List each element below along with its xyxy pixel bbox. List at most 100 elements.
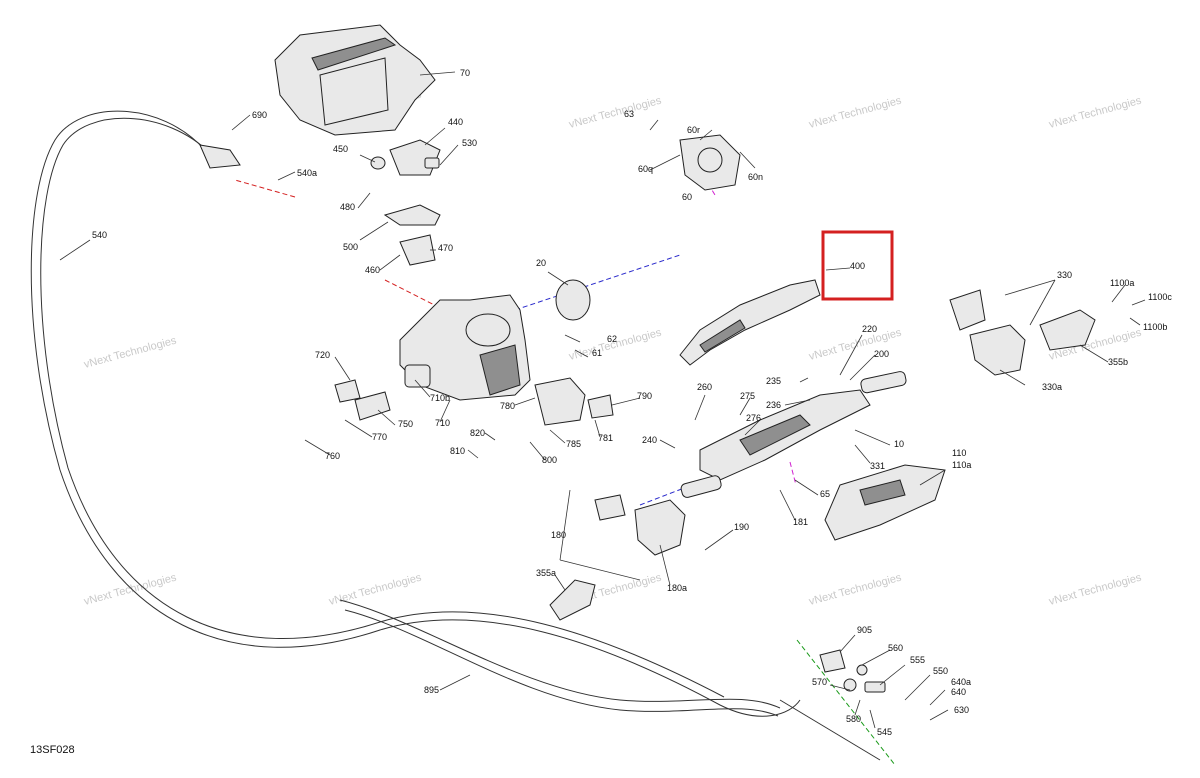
callout-label: 110a bbox=[952, 460, 971, 470]
callout-label: 400 bbox=[850, 261, 865, 271]
left-control-housing bbox=[594, 494, 686, 556]
callout-label: 355b bbox=[1108, 357, 1128, 367]
callout-labels: 70 690 540a 440 450 530 480 500 470 460 … bbox=[92, 68, 1172, 737]
callout-label: 110 bbox=[952, 448, 966, 458]
upper-bracket-parts bbox=[199, 139, 441, 266]
magenta-axis bbox=[789, 461, 797, 486]
callout-label: 331 bbox=[870, 461, 885, 471]
callout-label: 780 bbox=[500, 401, 515, 411]
callout-label: 710b bbox=[430, 393, 450, 403]
callout-label: 60r bbox=[687, 125, 700, 135]
watermark: vNext Technologies bbox=[568, 95, 664, 131]
callout-label: 62 bbox=[607, 334, 617, 344]
watermark: vNext Technologies bbox=[83, 335, 179, 371]
watermark: vNext Technologies bbox=[328, 572, 424, 608]
diagram-code: 13SF028 bbox=[30, 744, 75, 756]
callout-label: 760 bbox=[325, 451, 340, 461]
callout-label: 750 bbox=[398, 419, 413, 429]
watermark: vNext Technologies bbox=[83, 572, 179, 608]
callout-label: 810 bbox=[450, 446, 465, 456]
callout-label: 800 bbox=[542, 455, 557, 465]
retaining-ring bbox=[555, 279, 591, 321]
steering-sensor bbox=[679, 134, 741, 191]
blue-axis bbox=[499, 254, 681, 316]
callout-label: 630 bbox=[954, 705, 969, 715]
callout-label: 330 bbox=[1057, 270, 1072, 280]
callout-label: 355a bbox=[536, 568, 556, 578]
right-control-housing bbox=[949, 289, 1096, 376]
callout-label: 540a bbox=[297, 168, 317, 178]
callout-label: 1100a bbox=[1110, 278, 1134, 288]
callout-label: 20 bbox=[536, 258, 546, 268]
console-housing bbox=[399, 294, 531, 401]
callout-label: 905 bbox=[857, 625, 872, 635]
callout-label: 235 bbox=[766, 376, 781, 386]
callout-label: 63 bbox=[624, 109, 634, 119]
handlebar-cover bbox=[679, 279, 821, 366]
callout-label: 181 bbox=[793, 517, 808, 527]
grip-pad bbox=[824, 464, 946, 541]
callout-label: 1100b bbox=[1143, 322, 1167, 332]
leader-lines bbox=[59, 71, 1146, 729]
centerline-axes bbox=[234, 169, 896, 766]
callout-label: 60q bbox=[638, 164, 653, 174]
callout-label: 500 bbox=[343, 242, 358, 252]
callout-label: 690 bbox=[252, 110, 267, 120]
highlight-box bbox=[821, 230, 894, 301]
callout-label: 570 bbox=[812, 677, 827, 687]
callout-label: 61 bbox=[592, 348, 602, 358]
throttle-cable bbox=[30, 110, 881, 761]
callout-label: 65 bbox=[820, 489, 830, 499]
callout-label: 200 bbox=[874, 349, 889, 359]
callout-label: 450 bbox=[333, 144, 348, 154]
red-axis bbox=[384, 279, 461, 319]
callout-label: 895 bbox=[424, 685, 439, 695]
cable-end-fitting bbox=[779, 699, 881, 761]
callout-label: 180 bbox=[551, 530, 566, 540]
watermark: vNext Technologies bbox=[808, 95, 904, 131]
callout-label: 470 bbox=[438, 243, 453, 253]
callout-label: 540 bbox=[92, 230, 107, 240]
callout-label: 555 bbox=[910, 655, 925, 665]
callout-label: 785 bbox=[566, 439, 581, 449]
callout-label: 480 bbox=[340, 202, 355, 212]
callout-label: 260 bbox=[697, 382, 712, 392]
watermark: vNext Technologies bbox=[808, 572, 904, 608]
callout-label: 330a bbox=[1042, 382, 1062, 392]
callout-label: 710 bbox=[435, 418, 450, 428]
instrument-cluster bbox=[274, 24, 436, 136]
callout-label: 180a bbox=[667, 583, 687, 593]
callout-label: 440 bbox=[448, 117, 463, 127]
green-axis bbox=[796, 639, 896, 766]
callout-label: 460 bbox=[365, 265, 380, 275]
callout-label: 220 bbox=[862, 324, 877, 334]
callout-label: 550 bbox=[933, 666, 948, 676]
callout-label: 640 bbox=[951, 687, 966, 697]
red-axis bbox=[234, 179, 296, 198]
callout-label: 720 bbox=[315, 350, 330, 360]
callout-label: 190 bbox=[734, 522, 749, 532]
watermark: vNext Technologies bbox=[568, 327, 664, 363]
callout-label: 560 bbox=[888, 643, 903, 653]
watermark: vNext Technologies bbox=[1048, 572, 1144, 608]
callout-label: 781 bbox=[598, 433, 613, 443]
callout-label: 820 bbox=[470, 428, 485, 438]
callout-label: 580 bbox=[846, 714, 861, 724]
left-grip bbox=[549, 579, 596, 621]
callout-label: 790 bbox=[637, 391, 652, 401]
callout-label: 60 bbox=[682, 192, 692, 202]
callout-label: 240 bbox=[642, 435, 657, 445]
callout-label: 275 bbox=[740, 391, 755, 401]
callout-label: 70 bbox=[460, 68, 470, 78]
callout-label: 60n bbox=[748, 172, 763, 182]
handlebar-assembly bbox=[680, 371, 907, 498]
callout-label: 236 bbox=[766, 400, 781, 410]
callout-label: 1100c bbox=[1148, 292, 1172, 302]
callout-label: 530 bbox=[462, 138, 477, 148]
watermark: vNext Technologies bbox=[1048, 95, 1144, 131]
callout-label: 10 bbox=[894, 439, 904, 449]
callout-label: 545 bbox=[877, 727, 892, 737]
callout-label: 770 bbox=[372, 432, 387, 442]
callout-label: 640a bbox=[951, 677, 971, 687]
